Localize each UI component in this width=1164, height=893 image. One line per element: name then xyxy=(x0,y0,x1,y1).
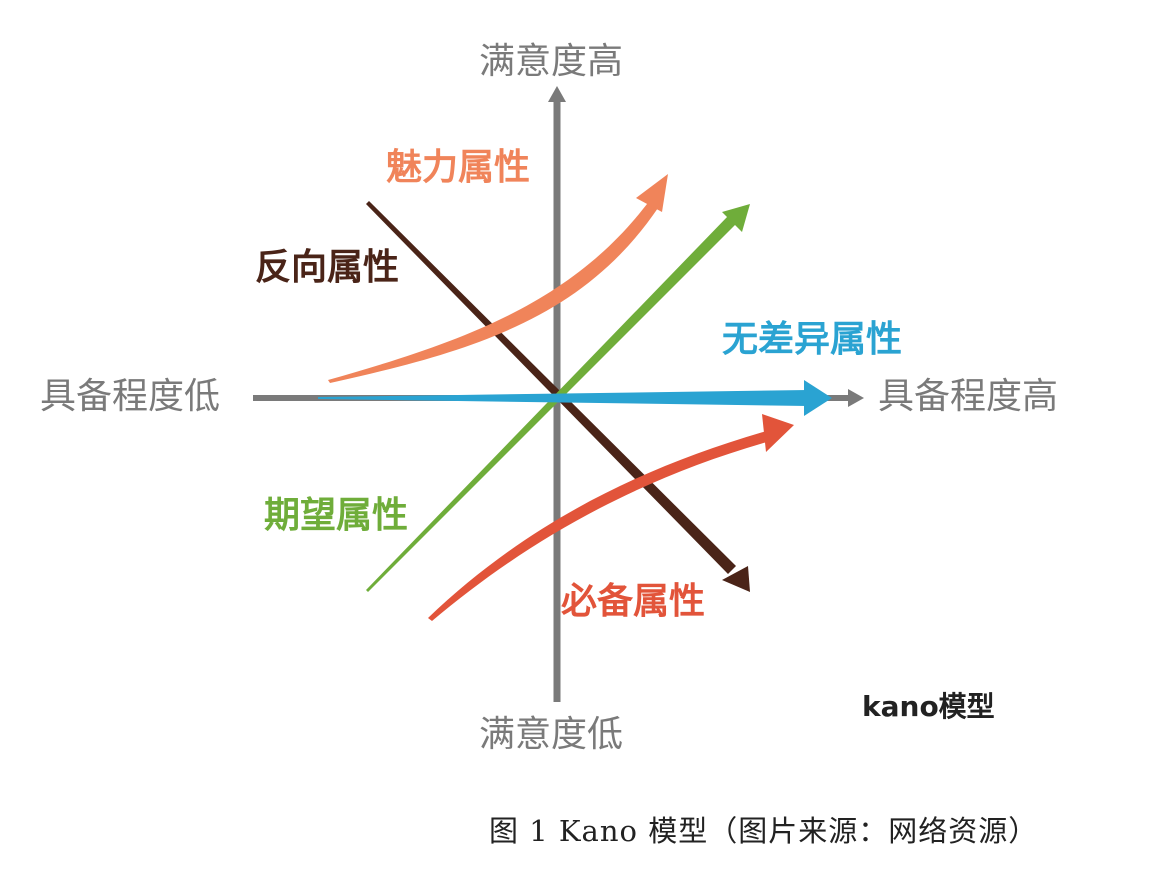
model-tag: kano模型 xyxy=(862,690,995,723)
must-be-attribute-arrowhead xyxy=(762,414,794,452)
indifferent-attribute-line xyxy=(318,390,808,406)
reverse-attribute-line xyxy=(366,201,736,574)
reverse-attribute-arrowhead xyxy=(722,566,750,592)
attractive-attribute-label: 魅力属性 xyxy=(386,147,531,188)
performance-attribute-line xyxy=(366,216,736,592)
y-axis-arrowhead xyxy=(548,86,566,102)
y-axis-bottom-label: 满意度低 xyxy=(479,714,624,755)
y-axis-top-label: 满意度高 xyxy=(479,41,624,82)
indifferent-attribute-arrowhead xyxy=(804,380,832,416)
figure-caption: 图 1 Kano 模型（图片来源：网络资源） xyxy=(489,814,1039,848)
x-axis-arrowhead xyxy=(848,389,864,407)
x-axis-right-label: 具备程度高 xyxy=(878,376,1059,417)
attractive-attribute-arrowhead xyxy=(636,174,668,212)
must-be-attribute-curve xyxy=(428,430,774,621)
must-be-attribute-label: 必备属性 xyxy=(561,581,706,622)
performance-attribute-arrowhead xyxy=(722,204,750,232)
attractive-attribute-curve xyxy=(328,200,658,383)
performance-attribute-label: 期望属性 xyxy=(264,495,409,536)
reverse-attribute-label: 反向属性 xyxy=(255,247,400,288)
x-axis-left-label: 具备程度低 xyxy=(40,376,221,417)
indifferent-attribute-label: 无差异属性 xyxy=(722,319,903,360)
